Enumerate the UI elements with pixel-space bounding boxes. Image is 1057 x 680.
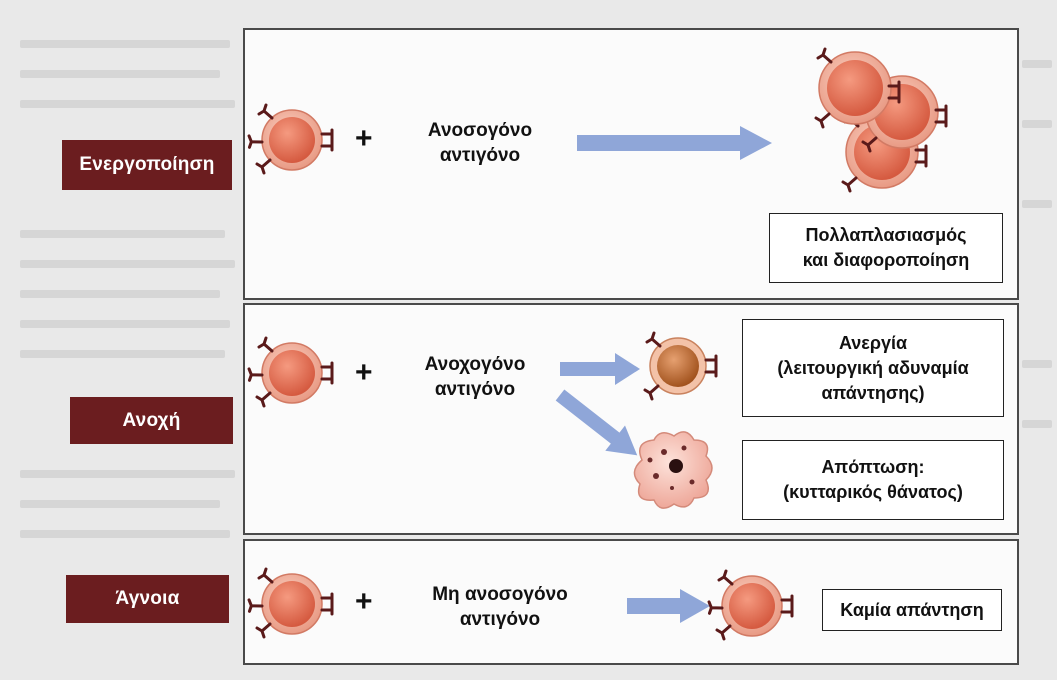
arrow-icon — [627, 589, 710, 623]
t-cell-icon — [704, 571, 792, 639]
t-cell-icon — [244, 105, 332, 173]
t-cell-icon — [244, 569, 332, 637]
arrow-icon — [577, 126, 772, 160]
apoptotic-cell-icon — [634, 432, 712, 508]
anergic-cell-icon — [645, 333, 716, 399]
arrow-icon — [560, 353, 640, 385]
arrow-icon — [550, 382, 647, 468]
t-cell-icon — [244, 338, 332, 406]
